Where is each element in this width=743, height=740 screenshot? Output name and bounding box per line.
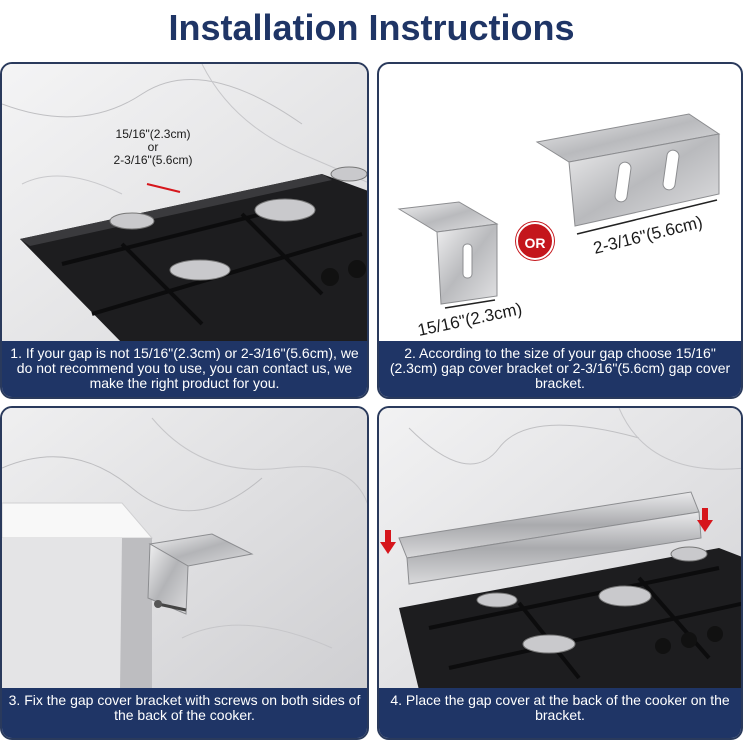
step-3-panel: 3. Fix the gap cover bracket with screws… bbox=[0, 406, 369, 740]
cooktop-gap-photo bbox=[2, 64, 367, 343]
step-4-panel: 4. Place the gap cover at the back of th… bbox=[377, 406, 743, 740]
bracket-options: 15/16"(2.3cm) 2-3/16"(5.6cm) bbox=[379, 64, 741, 343]
step-3-caption: 3. Fix the gap cover bracket with screws… bbox=[2, 688, 367, 738]
svg-text:15/16"(2.3cm): 15/16"(2.3cm) bbox=[416, 299, 524, 340]
svg-text:2-3/16"(5.6cm): 2-3/16"(5.6cm) bbox=[591, 212, 704, 257]
gap-size-label: 15/16"(2.3cm) or 2-3/16"(5.6cm) bbox=[113, 127, 193, 167]
large-bracket bbox=[535, 113, 721, 227]
step-1-caption: 1. If your gap is not 15/16"(2.3cm) or 2… bbox=[2, 341, 367, 397]
step-2-panel: 15/16"(2.3cm) 2-3/16"(5.6cm) OR 2. Accor… bbox=[377, 62, 743, 399]
small-bracket bbox=[397, 201, 499, 305]
or-badge: OR bbox=[516, 222, 554, 260]
bracket-mounting-photo bbox=[2, 408, 367, 690]
step-1-panel: 15/16"(2.3cm) or 2-3/16"(5.6cm) 1. If yo… bbox=[0, 62, 369, 399]
page-title: Installation Instructions bbox=[168, 7, 575, 48]
step-2-caption: 2. According to the size of your gap cho… bbox=[379, 341, 741, 397]
step-4-caption: 4. Place the gap cover at the back of th… bbox=[379, 688, 741, 738]
gap-cover-placement-photo bbox=[379, 408, 741, 690]
